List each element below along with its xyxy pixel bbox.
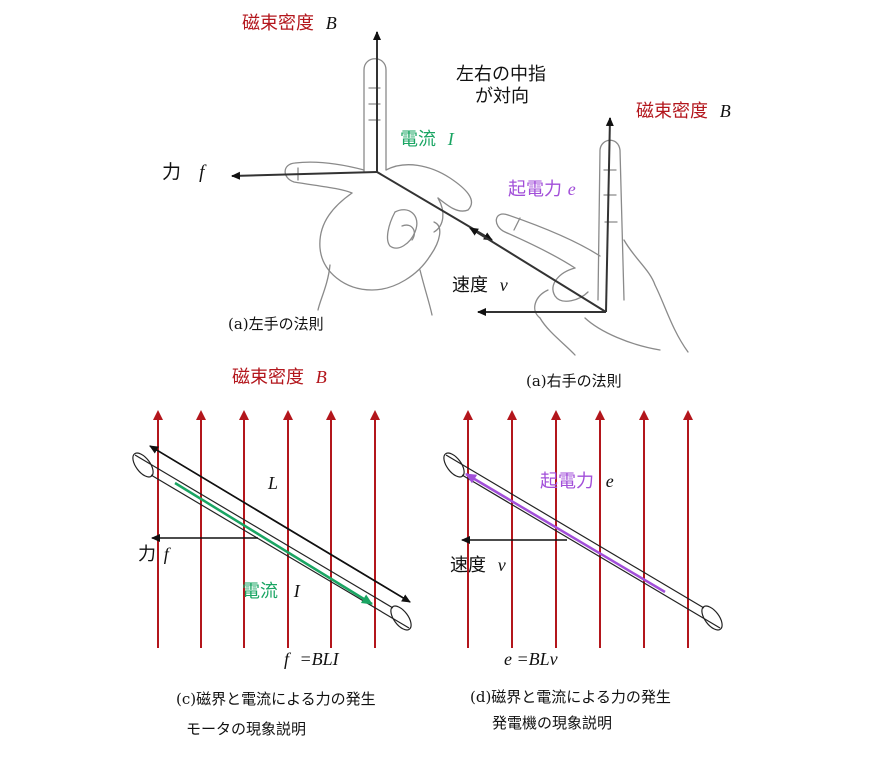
right-velocity-text: 速度 <box>452 275 488 296</box>
left-flux-text: 磁束密度 <box>242 13 314 34</box>
generator-emf-symbol: e <box>605 471 614 491</box>
right-hand-caption: (a)右手の法則 <box>526 372 622 390</box>
generator-field-lines <box>463 410 693 648</box>
motor-length-symbol: L <box>268 473 279 493</box>
generator-formula: e =BLv <box>504 650 558 668</box>
generator-velocity-label: 速度 v <box>450 556 506 575</box>
motor-current-text: 電流 <box>242 581 278 602</box>
motor-caption-line-2: モータの現象説明 <box>186 720 307 738</box>
motor-formula-lhs: f <box>284 649 290 669</box>
motor-force-text: 力 <box>138 544 156 565</box>
left-force-symbol: f <box>199 162 205 183</box>
left-force-text: 力 <box>162 161 182 183</box>
motor-force-symbol: f <box>163 544 169 564</box>
left-force-axis-arrow <box>231 171 378 180</box>
motor-flux-label: 磁束密度 B <box>232 368 327 387</box>
left-current-label: 電流 I <box>400 130 454 149</box>
motor-flux-symbol: B <box>315 367 327 387</box>
motor-field-lines <box>153 410 380 648</box>
right-flux-text: 磁束密度 <box>636 101 708 122</box>
motor-flux-text: 磁束密度 <box>232 367 304 388</box>
generator-velocity-symbol: v <box>497 555 506 575</box>
motor-formula-rhs: =BLI <box>299 649 339 669</box>
right-velocity-label: 速度 v <box>452 276 508 295</box>
generator-caption-line-1: (d)磁界と電流による力の発生 <box>470 688 671 706</box>
left-current-symbol: I <box>447 129 454 149</box>
generator-formula-lhs: e <box>504 649 512 669</box>
right-emf-text: 起電力 <box>508 179 562 200</box>
left-hand-illustration <box>284 58 473 316</box>
motor-current-label: 電流 I <box>242 582 300 601</box>
motor-current-symbol: I <box>293 581 300 601</box>
right-emf-symbol: e <box>567 179 576 199</box>
generator-emf-arrow <box>465 472 666 594</box>
generator-velocity-text: 速度 <box>450 555 486 576</box>
right-emf-axis-arrow <box>469 227 607 313</box>
right-velocity-symbol: v <box>499 275 508 295</box>
note-line-2: が対向 <box>475 86 529 107</box>
left-flux-symbol: B <box>325 13 337 33</box>
left-flux-label: 磁束密度 B <box>242 14 337 33</box>
left-force-label: 力 f <box>162 161 205 183</box>
right-hand-illustration <box>495 139 689 356</box>
left-current-text: 電流 <box>400 129 436 150</box>
right-flux-symbol: B <box>719 101 731 121</box>
generator-emf-text: 起電力 <box>540 471 594 492</box>
right-emf-label: 起電力 e <box>508 180 576 199</box>
motor-formula: f =BLI <box>284 650 339 668</box>
note-line-1: 左右の中指 <box>456 64 546 85</box>
right-flux-label: 磁束密度 B <box>636 102 731 121</box>
right-flux-axis-arrow <box>605 117 614 313</box>
left-hand-caption: (a)左手の法則 <box>228 315 324 333</box>
motor-force-label: 力 f <box>138 545 169 564</box>
generator-emf-label: 起電力 e <box>540 472 614 491</box>
generator-conductor <box>443 452 723 631</box>
motor-caption-line-1: (c)磁界と電流による力の発生 <box>176 690 376 708</box>
generator-caption-line-2: 発電機の現象説明 <box>492 714 613 732</box>
motor-current-arrow <box>174 481 373 606</box>
motor-length-arrow-forward <box>149 445 411 603</box>
generator-formula-rhs: =BLv <box>516 649 558 669</box>
